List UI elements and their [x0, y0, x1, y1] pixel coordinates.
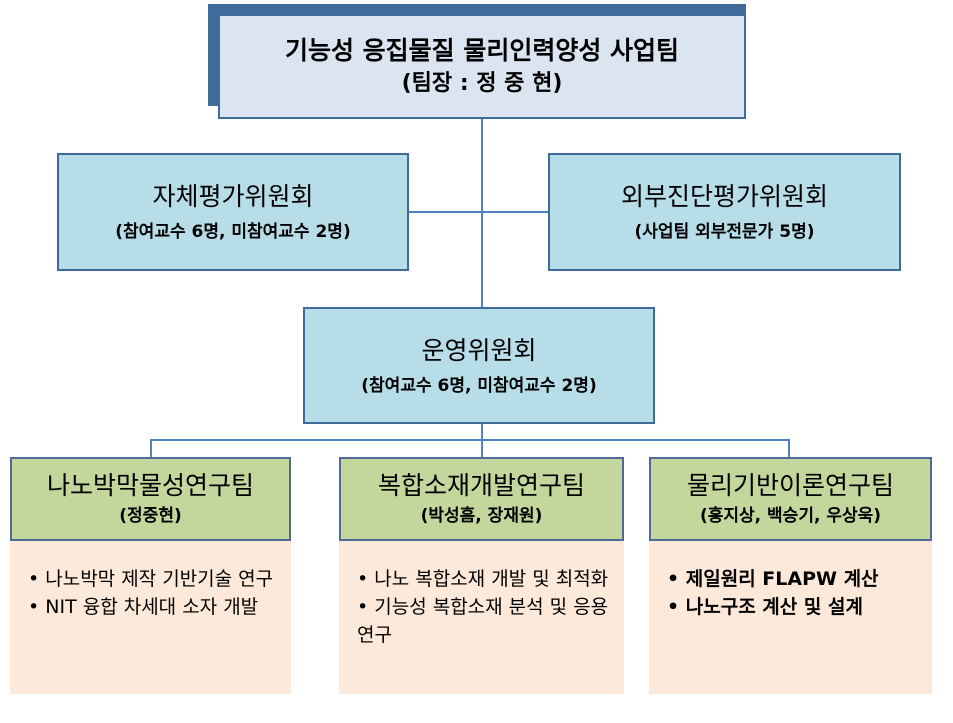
connector-team-left	[150, 439, 152, 459]
steering-committee-title: 운영위원회	[421, 335, 537, 365]
connector-team-center	[481, 439, 483, 459]
connector-team-right	[788, 439, 790, 459]
internal-committee-detail: (참여교수 6명, 미참여교수 2명)	[115, 222, 351, 242]
team-title: 복합소재개발연구팀	[377, 471, 585, 500]
task-item: • 나노 복합소재 개발 및 최적화	[357, 568, 609, 590]
team-box-composite: 복합소재개발연구팀 (박성흠, 장재원)	[339, 457, 624, 541]
header-leader: (팀장 : 정 중 현)	[401, 70, 563, 96]
team-title: 나노박막물성연구팀	[46, 471, 254, 500]
team-members: (홍지상, 백승기, 우상욱)	[699, 506, 882, 526]
connector-trunk	[481, 118, 483, 308]
task-item: • 기능성 복합소재 분석 및 응용 연구	[357, 596, 609, 646]
team-members: (정중현)	[119, 506, 182, 526]
header-box: 기능성 응집물질 물리인력양성 사업팀 (팀장 : 정 중 현)	[218, 14, 746, 119]
team-tasks-composite: • 나노 복합소재 개발 및 최적화 • 기능성 복합소재 분석 및 응용 연구	[339, 541, 624, 694]
connector-team-bar	[150, 439, 789, 441]
team-members: (박성흠, 장재원)	[420, 506, 543, 526]
task-item: • NIT 융합 차세대 소자 개발	[28, 596, 259, 618]
connector-team-stem	[481, 423, 483, 440]
external-committee-title: 외부진단평가위원회	[620, 182, 828, 211]
task-item: • 나노구조 계산 및 설계	[667, 596, 863, 618]
team-box-theory: 물리기반이론연구팀 (홍지상, 백승기, 우상욱)	[649, 457, 932, 541]
external-committee-box: 외부진단평가위원회 (사업팀 외부전문가 5명)	[548, 153, 901, 271]
steering-committee-box: 운영위원회 (참여교수 6명, 미참여교수 2명)	[303, 307, 655, 424]
task-item: • 제일원리 FLAPW 계산	[667, 568, 879, 590]
external-committee-detail: (사업팀 외부전문가 5명)	[634, 222, 815, 242]
team-title: 물리기반이론연구팀	[686, 471, 894, 500]
header-title: 기능성 응집물질 물리인력양성 사업팀	[284, 35, 680, 65]
team-tasks-nano-film: • 나노박막 제작 기반기술 연구 • NIT 융합 차세대 소자 개발	[10, 541, 291, 694]
team-box-nano-film: 나노박막물성연구팀 (정중현)	[10, 457, 291, 541]
steering-committee-detail: (참여교수 6명, 미참여교수 2명)	[361, 375, 597, 396]
task-item: • 나노박막 제작 기반기술 연구	[28, 568, 274, 590]
team-tasks-theory: • 제일원리 FLAPW 계산 • 나노구조 계산 및 설계	[649, 541, 932, 694]
internal-committee-title: 자체평가위원회	[152, 182, 314, 211]
connector-committees	[408, 211, 550, 213]
internal-committee-box: 자체평가위원회 (참여교수 6명, 미참여교수 2명)	[57, 153, 409, 271]
